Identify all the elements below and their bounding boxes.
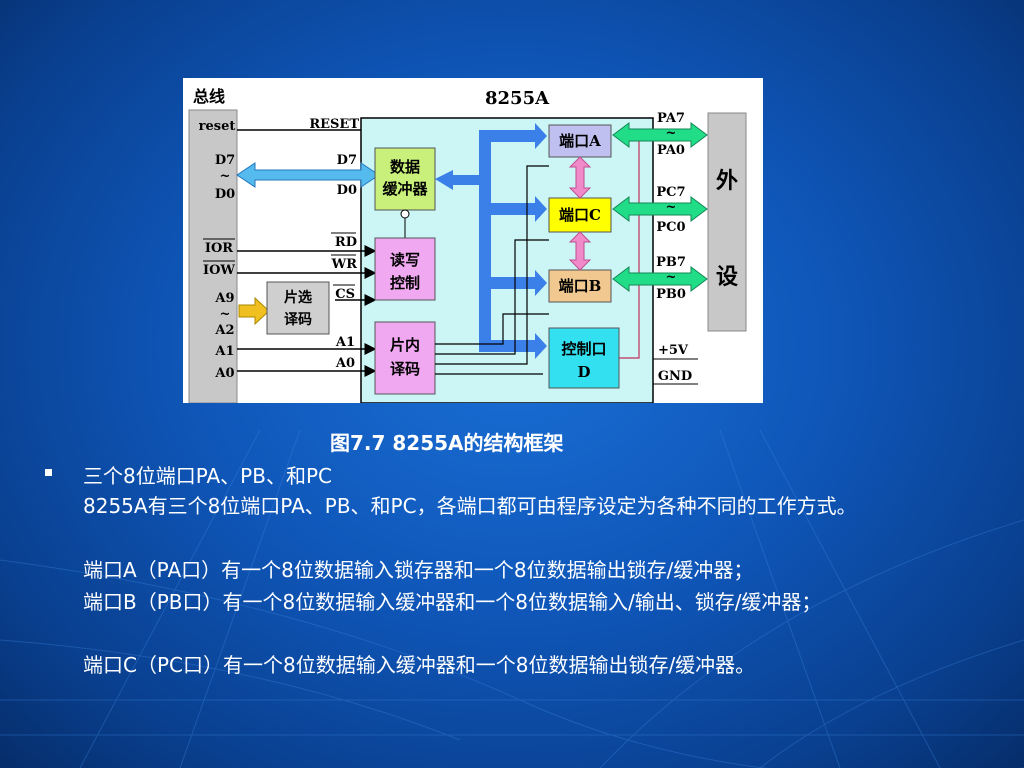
label-pb7: PB7 [656,255,686,270]
data-bus-arrow [236,162,380,188]
pc-arrow [612,196,708,222]
bus-label-tilde1: ~ [220,169,231,184]
svg-text:缓冲器: 缓冲器 [382,180,428,198]
rw-control-block [374,237,436,301]
svg-text:译码: 译码 [390,360,420,378]
svg-text:数据: 数据 [390,158,420,176]
svg-text:~: ~ [666,126,677,141]
label-pc7: PC7 [656,185,685,200]
peripheral-label-1: 外 [716,168,738,194]
bus-label-d0: D0 [215,187,235,202]
bus-label-a0: A0 [214,366,234,381]
bus-label-iow: IOW [203,263,235,278]
svg-text:控制: 控制 [390,274,420,292]
svg-text:读写: 读写 [390,251,420,269]
address-arrow [238,296,270,326]
label-pa7: PA7 [657,111,685,126]
bus-label-tilde2: ~ [220,307,231,322]
bus-label-ior: IOR [205,241,233,256]
bullet-square-icon [45,469,52,476]
svg-text:D: D [577,363,590,381]
internal-data-bus [435,123,547,359]
bus-label-a9: A9 [214,291,234,306]
label-pc0: PC0 [656,220,685,235]
label-pa0: PA0 [657,143,685,158]
bullet-text: 三个8位端口PA、PB、和PC [83,464,332,488]
pin-label-d0: D0 [337,183,357,198]
pin-label-d7: D7 [337,153,357,168]
figure-caption: 图7.7 8255A的结构框架 [330,431,564,455]
svg-text:端口A: 端口A [559,132,601,150]
svg-text:端口B: 端口B [559,277,602,295]
label-gnd: GND [658,369,692,384]
bus-label-a2: A2 [214,323,234,338]
chip-title: 8255A [485,88,550,109]
chip-select-block [266,281,330,335]
svg-text:端口C: 端口C [559,206,601,224]
pin-label-cs: CS [335,287,355,302]
paragraph-overview: 8255A有三个8位端口PA、PB、和PC，各端口都可由程序设定为各种不同的工作… [83,494,857,518]
pb-arrow [612,266,708,292]
8255a-block-diagram: 总线 8255A reset D7 ~ D0 IOR IOW A9 ~ A2 A… [183,78,763,404]
control-port-block [548,327,620,389]
internal-decode-block [374,321,436,395]
bus-panel [188,109,238,404]
bus-label-reset: reset [199,119,236,134]
label-pb0: PB0 [656,287,686,302]
svg-text:片内: 片内 [390,336,420,354]
paragraph-port-b: 端口B（PB口）有一个8位数据输入缓冲器和一个8位数据输入/输出、锁存/缓冲器； [83,590,822,614]
svg-text:片选: 片选 [284,289,312,306]
pin-label-reset: RESET [309,117,359,132]
pin-label-a1: A1 [335,335,355,350]
svg-text:译码: 译码 [284,312,312,328]
pin-label-rd: RD [335,235,357,250]
pin-label-a0: A0 [335,356,355,371]
paragraph-port-c: 端口C（PC口）有一个8位数据输入缓冲器和一个8位数据输出锁存/缓冲器。 [83,653,756,677]
peripheral-label-2: 设 [716,264,738,290]
port-a-block [548,124,612,158]
bus-label-d7: D7 [215,153,235,168]
pin-label-wr: WR [331,257,358,272]
svg-text:控制口: 控制口 [561,340,606,358]
pa-arrow [612,122,708,148]
peripheral-box [707,112,747,332]
port-b-block [548,269,612,303]
data-buffer-block [374,147,436,211]
svg-text:~: ~ [666,200,677,215]
bus-title: 总线 [193,87,225,106]
svg-text:~: ~ [666,270,677,285]
paragraph-port-a: 端口A（PA口）有一个8位数据输入锁存器和一个8位数据输出锁存/缓冲器； [83,558,754,582]
bus-label-a1: A1 [214,344,234,359]
port-c-block [548,197,612,233]
label-5v: +5V [658,343,689,358]
